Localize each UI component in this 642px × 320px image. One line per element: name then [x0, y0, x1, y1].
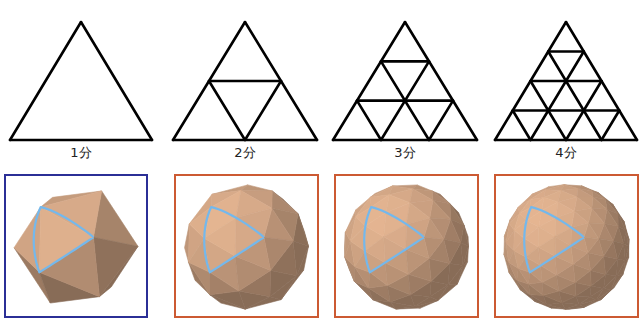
panel-frame — [175, 175, 318, 317]
facet — [576, 296, 590, 305]
facet — [604, 256, 618, 274]
triangle-grid — [333, 22, 477, 140]
facet — [448, 263, 463, 284]
facet — [384, 224, 407, 249]
frequency-label: 1分 — [70, 145, 91, 161]
triangle-grid — [10, 22, 152, 140]
grid-line — [531, 52, 584, 141]
grid-line — [245, 81, 281, 140]
grid-line — [531, 80, 602, 83]
frequency-label: 4分 — [555, 145, 576, 161]
grid-line — [10, 22, 81, 140]
facet — [39, 207, 93, 272]
grid-line — [357, 99, 453, 102]
grid-line — [513, 109, 620, 112]
grid-line — [429, 101, 453, 140]
facet — [577, 189, 593, 198]
grid-line — [357, 101, 381, 140]
panel-frame — [335, 175, 478, 317]
geodesic-spheres — [5, 175, 638, 317]
frequency-label: 2分 — [234, 145, 255, 161]
subdivided-triangles — [10, 22, 637, 140]
facet — [604, 274, 617, 288]
facet — [528, 282, 543, 295]
face-outline — [524, 207, 584, 272]
facet — [204, 218, 236, 256]
facet — [406, 224, 424, 249]
facet — [571, 246, 588, 264]
facet — [365, 237, 385, 263]
facet — [592, 197, 607, 209]
grid-line — [173, 139, 317, 142]
panel-frame — [5, 175, 147, 317]
facet — [369, 285, 391, 301]
facet — [524, 227, 539, 247]
face-outline — [364, 207, 424, 272]
triangle-grid — [173, 22, 317, 140]
frequency-label: 3分 — [394, 145, 415, 161]
facet — [545, 185, 564, 190]
grid-line — [209, 80, 281, 83]
face-outline — [204, 207, 264, 272]
facet — [430, 200, 451, 219]
facet — [617, 259, 626, 276]
triangle-grid — [495, 22, 637, 140]
sphere-panel — [335, 175, 478, 317]
grid-line — [209, 81, 245, 140]
grid-line — [10, 139, 152, 142]
grid-line — [333, 139, 477, 142]
facet — [506, 230, 514, 250]
sphere-panel — [175, 175, 318, 317]
grid-line — [81, 22, 152, 140]
panel-frame — [495, 175, 638, 317]
grid-line — [495, 139, 637, 142]
facet — [93, 237, 137, 296]
facet — [350, 226, 365, 251]
grid-line — [513, 111, 531, 141]
grid-line — [548, 50, 584, 53]
sphere-panel — [495, 175, 638, 317]
facet — [241, 185, 272, 191]
face-outline — [34, 207, 94, 272]
facet — [235, 218, 264, 256]
grid-line — [381, 60, 429, 63]
grid-line — [602, 111, 620, 141]
sphere-panel — [5, 175, 147, 317]
facet — [538, 236, 555, 256]
